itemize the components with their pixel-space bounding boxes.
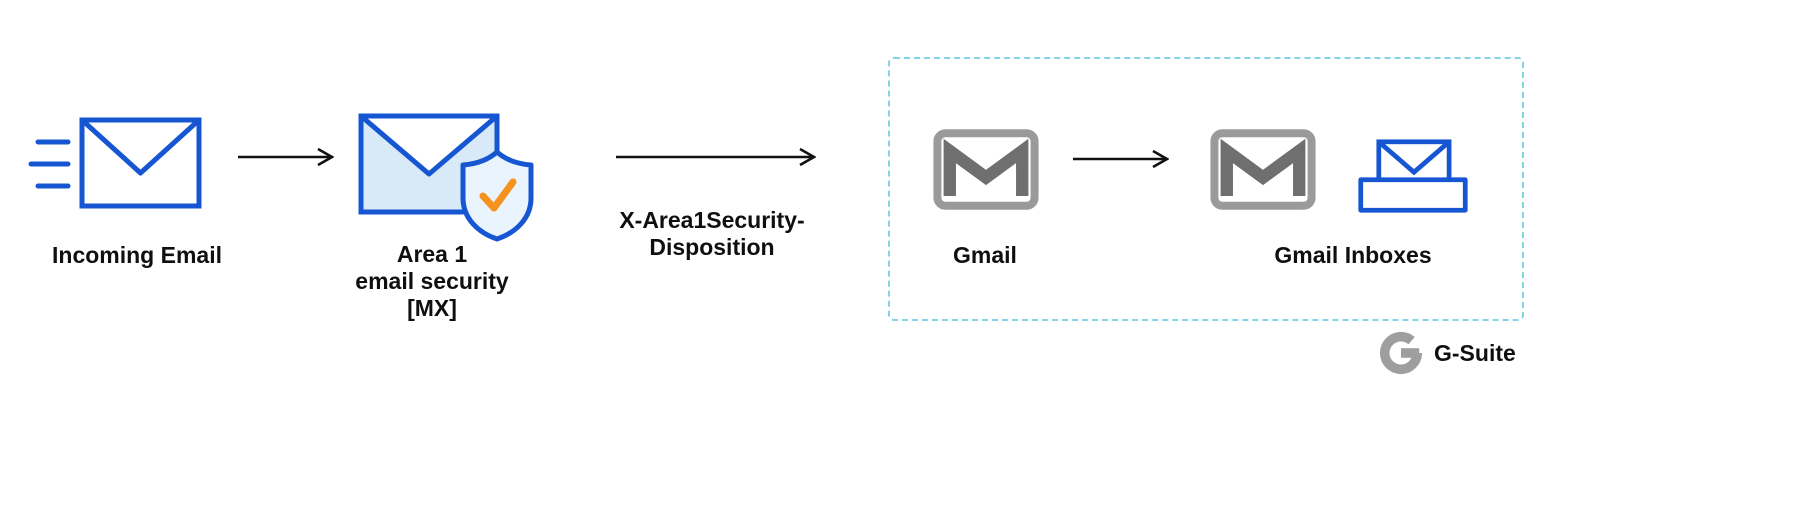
envelope-with-speed-lines-icon <box>28 116 204 210</box>
area1-node <box>358 113 538 243</box>
right-arrow-icon <box>616 146 816 168</box>
area1-label-line2: email security <box>355 268 509 294</box>
gmail-m-icon <box>1210 127 1316 212</box>
area1-label-line1: Area 1 <box>396 241 468 267</box>
disposition-edge-label: X-Area1Security-Disposition <box>619 207 805 260</box>
gmail-m-icon <box>933 127 1039 212</box>
incoming-email-label: Incoming Email <box>52 242 222 268</box>
inbox-envelope-icon <box>1356 137 1470 215</box>
gsuite-brand-label: G-Suite <box>1434 339 1516 366</box>
right-arrow-icon <box>238 146 334 168</box>
area1-label-line3: [MX] <box>407 295 457 321</box>
gsuite-brand: G-Suite <box>1378 330 1516 376</box>
gmail-node <box>933 127 1039 212</box>
gmail-label: Gmail <box>953 242 1017 268</box>
area1-label: Area 1 email security [MX] <box>332 241 532 322</box>
gsuite-dashed-zone <box>888 57 1524 321</box>
shield-check-icon <box>458 148 536 242</box>
right-arrow-icon <box>1073 148 1169 170</box>
incoming-email-node <box>28 116 204 210</box>
g-logo-icon <box>1378 330 1424 376</box>
gmail-inboxes-label: Gmail Inboxes <box>1274 242 1432 268</box>
